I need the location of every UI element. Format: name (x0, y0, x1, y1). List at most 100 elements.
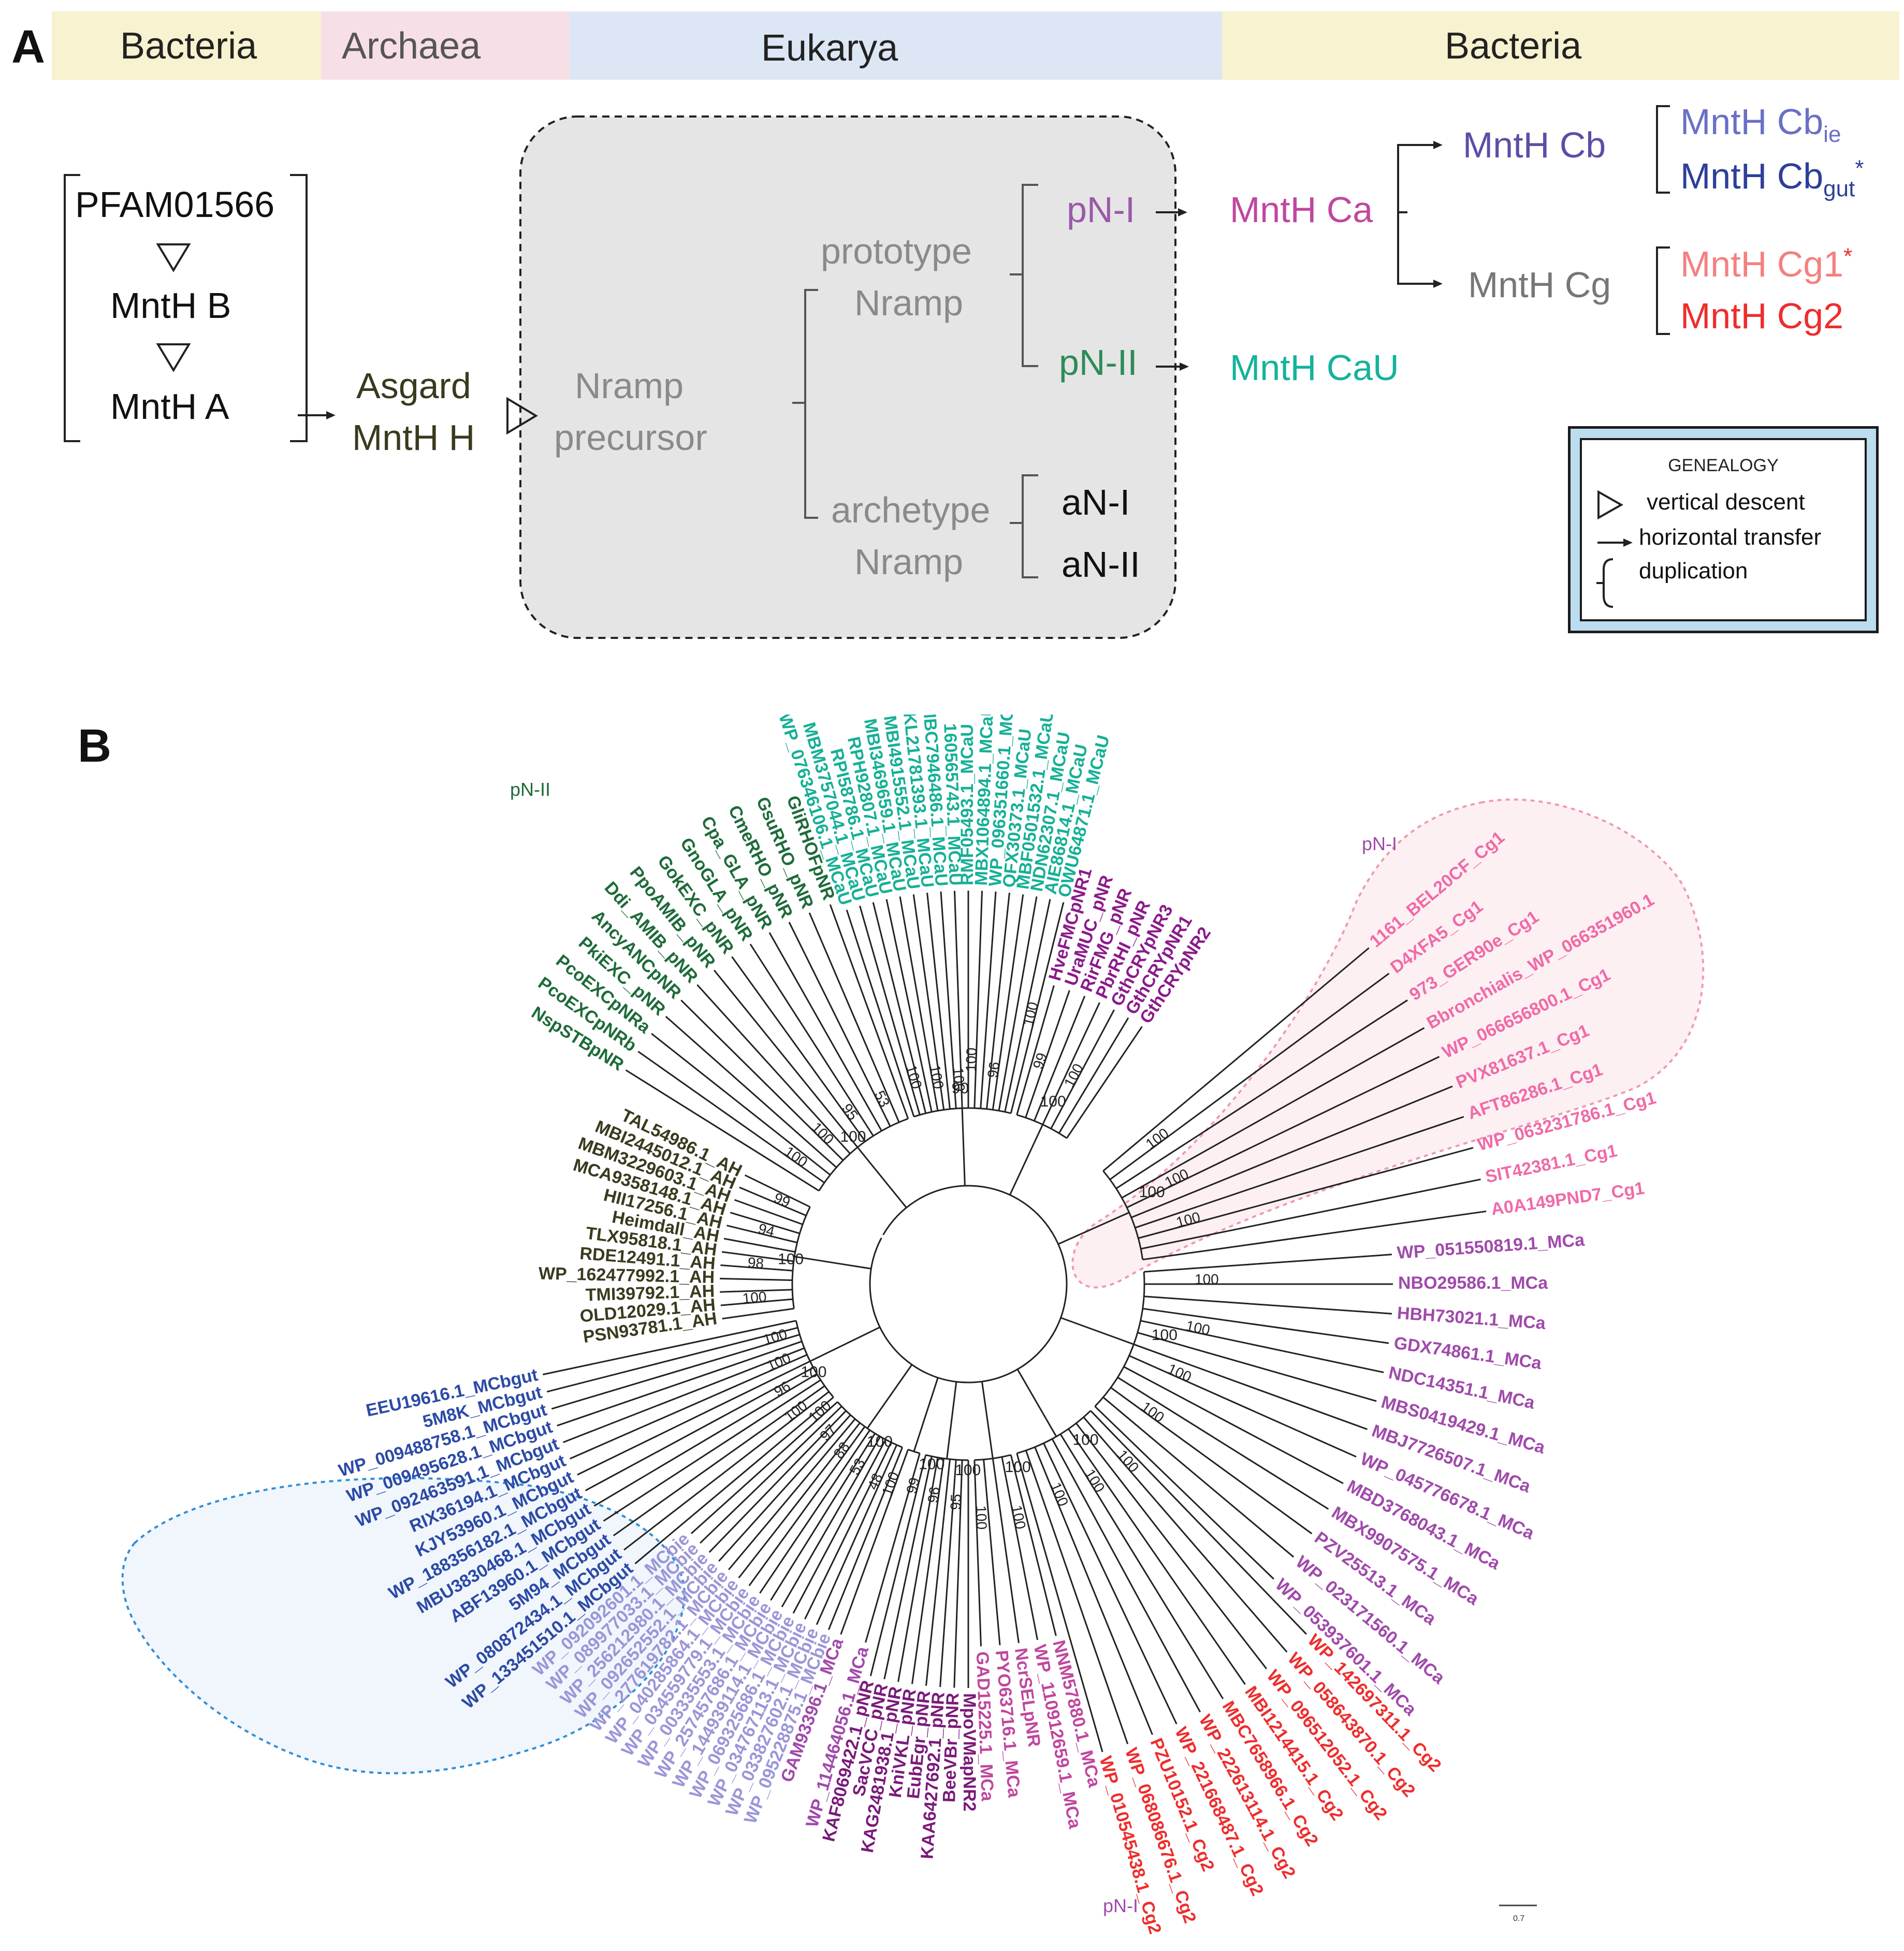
tip-label: GDX74861.1_MCa (1393, 1333, 1544, 1374)
tip-branch (577, 1360, 811, 1476)
mnth-cb-gut-label: MntH Cbgut* (1680, 155, 1864, 201)
tip-branch (557, 1341, 803, 1426)
bootstrap-value: 100 (927, 1064, 947, 1090)
tip-branch (1140, 1320, 1384, 1373)
tip-branch (1010, 902, 1065, 1114)
tip-branch (940, 891, 957, 1109)
tip-branch (1131, 1085, 1453, 1218)
tip-branch (808, 912, 900, 1123)
tip-branch (696, 984, 851, 1155)
mnth-b-label: MntH B (110, 285, 231, 326)
mnth-cb-ie-label: MntH Cbie (1680, 101, 1841, 147)
archetype-nramp-label: Nramp (854, 542, 964, 582)
tip-branch (1083, 1417, 1288, 1653)
triangle-down-1 (156, 243, 191, 272)
clade-stem (1057, 1212, 1130, 1245)
tip-branch (1016, 985, 1055, 1115)
tip-branch (939, 1460, 957, 1687)
tip-branch (1016, 1453, 1103, 1752)
bootstrap-value: 95 (948, 1494, 964, 1510)
tree-branches (543, 891, 1487, 1752)
clade-arc (791, 1206, 811, 1309)
bootstrap-value: 100 (808, 1119, 837, 1147)
bootstrap-value: 100 (955, 1462, 981, 1479)
clade-arc (974, 1454, 1011, 1461)
pfam-label: PFAM01566 (75, 184, 275, 225)
tip-branch (865, 1453, 921, 1643)
genealogy-legend: GENEALOGY vertical descent horizontal tr… (1568, 426, 1879, 633)
tip-branch (1128, 1355, 1357, 1458)
tip-branch (651, 1033, 831, 1176)
archetype-label: archetype (831, 490, 991, 530)
tip-branch (1042, 1002, 1100, 1125)
tip-branch (1110, 1387, 1313, 1535)
tree-center-arc (869, 1185, 1068, 1384)
tip-branch (883, 1456, 933, 1680)
bootstrap-value: 100 (1061, 1061, 1086, 1090)
tip-branch (1102, 947, 1370, 1172)
asgard-mnth-h-label: MntH H (352, 417, 475, 458)
prototype-nramp-label: Nramp (854, 283, 964, 323)
tip-branch (1001, 1457, 1039, 1640)
tip-branch (613, 1385, 825, 1537)
tip-branch (827, 1447, 904, 1630)
clade-stem (856, 1146, 907, 1209)
tip-branch (1059, 1433, 1224, 1699)
mnth-cg-label: MntH Cg (1468, 265, 1611, 305)
tip-branch (543, 1320, 796, 1376)
tip-branch (720, 1298, 793, 1306)
tip-branch (925, 1459, 951, 1686)
tip-branch (1010, 1454, 1057, 1636)
clade-stem (1009, 1124, 1044, 1196)
tip-branch (738, 1422, 861, 1579)
tree-tip-labels: NspSTBpNRPcoEXCpNRbPcoEXCpNRaPkiEXC_pNRA… (337, 715, 1659, 1936)
tip-branch (1075, 1422, 1268, 1669)
tip-branch (986, 893, 1010, 1110)
tip-label: A0A149PND7_Cg1 (1490, 1178, 1646, 1219)
tip-branch (973, 891, 983, 1109)
tip-branch (721, 1251, 794, 1262)
tip-branch (748, 1426, 866, 1586)
clade-arc (818, 1118, 909, 1191)
tip-branch (731, 956, 866, 1142)
tip-branch (1050, 1009, 1115, 1129)
bootstrap-value: 88 (830, 1439, 852, 1461)
clade-stem (946, 1381, 957, 1459)
bootstrap-value: 100 (840, 1128, 866, 1145)
tip-branch (1126, 1056, 1440, 1209)
clade-arc (837, 1401, 903, 1448)
clade-stem (961, 1108, 966, 1186)
tip-branch (726, 1225, 797, 1244)
bootstrap-value: 97 (817, 1421, 839, 1444)
tip-branch (768, 932, 882, 1131)
bootstrap-value: 95 (839, 1101, 861, 1123)
tip-branch (1137, 1332, 1377, 1402)
bootstrap-value: 100 (1195, 1271, 1219, 1287)
tip-branch (872, 902, 927, 1114)
tip-branch (953, 1460, 963, 1688)
bootstrap-value: 53 (871, 1088, 893, 1110)
tip-branch (1025, 1450, 1129, 1744)
tip-label: NBO29586.1_MCa (1398, 1273, 1548, 1293)
bootstrap-value: 100 (1048, 1480, 1071, 1508)
legend-triangle-icon (1597, 490, 1624, 520)
clade-stem (981, 1381, 994, 1459)
bootstrap-value: 100 (950, 1067, 968, 1092)
tip-branch (998, 896, 1038, 1111)
tip-label: MpoVMapNR2 (960, 1693, 979, 1812)
tip-branch (546, 1327, 798, 1393)
clade-stem (794, 1256, 871, 1270)
bootstrap-value: 100 (1139, 1184, 1165, 1201)
bootstrap-value: 100 (1040, 1093, 1066, 1110)
legend-title: GENEALOGY (1668, 456, 1779, 475)
tip-branch (720, 1289, 793, 1293)
tip-branch (585, 1367, 814, 1491)
tip-branch (1094, 1406, 1274, 1580)
tip-branch (926, 893, 951, 1110)
tip-branch (603, 1379, 821, 1522)
tip-branch (1068, 1428, 1246, 1685)
pn2-label: pN-II (1059, 342, 1138, 383)
tip-branch (1034, 1447, 1153, 1735)
tip-branch (1051, 1438, 1201, 1713)
tip-branch (897, 1457, 939, 1682)
